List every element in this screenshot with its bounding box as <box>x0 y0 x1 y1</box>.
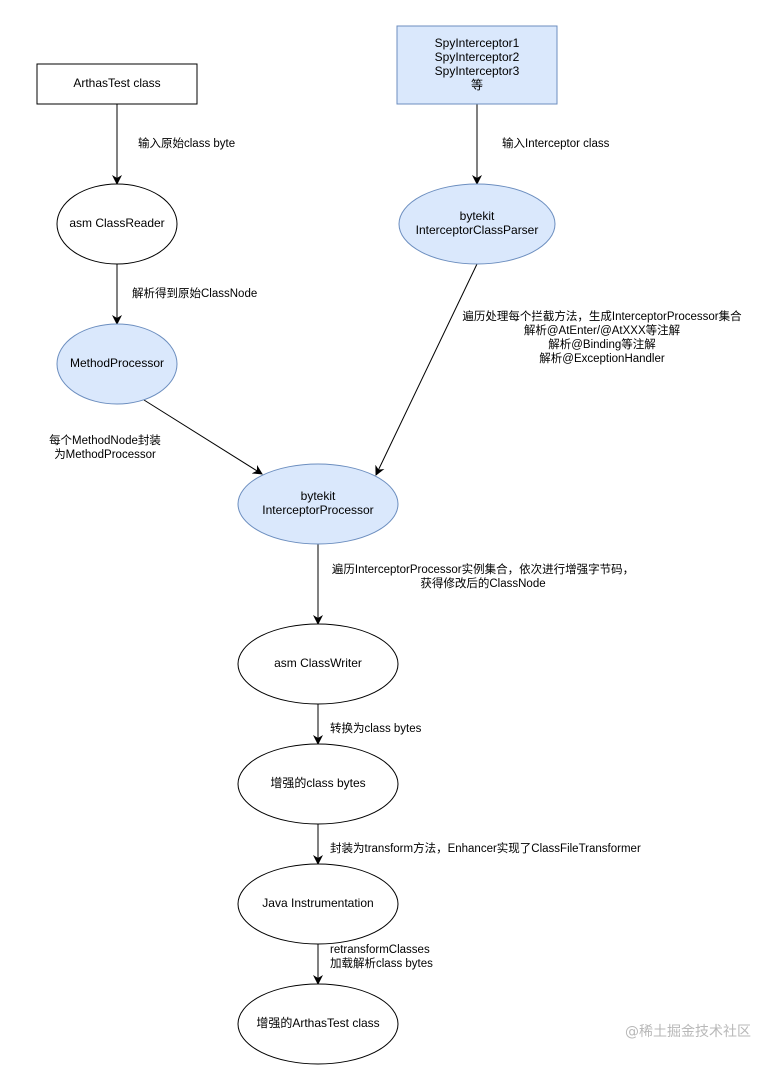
bytekit-interceptorprocessor-text-line: InterceptorProcessor <box>262 503 373 517</box>
edge-wrap-methodnode-arrow <box>143 399 263 475</box>
edge-input-class-byte-label-line: 输入原始class byte <box>138 136 235 150</box>
java-instrumentation-text-line: Java Instrumentation <box>262 896 373 910</box>
asm-classwriter-node: asm ClassWriter <box>237 623 399 705</box>
methodprocessor-node: MethodProcessor <box>56 323 178 405</box>
edge-wrap-methodnode-label-line: 每个MethodNode封装 <box>49 433 161 447</box>
spy-interceptors-text-line: SpyInterceptor2 <box>435 50 520 64</box>
bytekit-interceptorclassparser-ellipse <box>398 183 556 265</box>
edge-parse-interceptors-label-line: 解析@ExceptionHandler <box>539 351 665 365</box>
spy-interceptors-text-line: SpyInterceptor1 <box>435 36 520 50</box>
methodprocessor-ellipse <box>56 323 178 405</box>
edge-parse-interceptors-label-line: 解析@AtEnter/@AtXXX等注解 <box>524 323 681 337</box>
arthastest-class-node: ArthasTest class <box>36 63 198 105</box>
edge-parse-interceptors-arrow <box>375 263 478 476</box>
edge-input-interceptor-class-label-line: 输入Interceptor class <box>502 136 610 150</box>
edge-wrap-transform-label-line: 封装为transform方法，Enhancer实现了ClassFileTrans… <box>330 841 641 855</box>
methodprocessor-text-line: MethodProcessor <box>70 356 164 370</box>
enhanced-arthastest-class-text-line: 增强的ArthasTest class <box>256 1015 379 1030</box>
spy-interceptors-text-line: SpyInterceptor3 <box>435 64 520 78</box>
spy-interceptors-node: SpyInterceptor1SpyInterceptor2SpyInterce… <box>396 25 558 105</box>
edge-retransform-label-line: 加载解析class bytes <box>330 956 433 970</box>
edge-enhance-bytecode-label-line: 遍历InterceptorProcessor实例集合，依次进行增强字节码， <box>332 562 634 576</box>
java-instrumentation-node: Java Instrumentation <box>237 863 399 945</box>
edge-parse-interceptors-label-line: 解析@Binding等注解 <box>548 337 656 351</box>
edge-retransform-label-line: retransformClasses <box>330 944 430 956</box>
bytekit-interceptorclassparser-text-line: InterceptorClassParser <box>416 223 539 237</box>
asm-classwriter-ellipse <box>237 623 399 705</box>
watermark: @稀土掘金技术社区 <box>625 1024 751 1040</box>
enhanced-arthastest-class-ellipse <box>237 983 399 1065</box>
bytekit-interceptorclassparser-text-line: bytekit <box>460 209 495 223</box>
asm-classwriter-text-line: asm ClassWriter <box>274 656 362 670</box>
edge-wrap-methodnode-label-line: 为MethodProcessor <box>54 448 156 461</box>
spy-interceptors-box <box>396 25 558 105</box>
enhanced-arthastest-class-node: 增强的ArthasTest class <box>237 983 399 1065</box>
edge-parse-interceptors-label-line: 遍历处理每个拦截方法，生成InterceptorProcessor集合 <box>462 309 742 323</box>
arthastest-class-text-line: ArthasTest class <box>73 76 160 90</box>
asm-classreader-text-line: asm ClassReader <box>69 216 164 230</box>
bytekit-interceptorprocessor-text-line: bytekit <box>301 489 336 503</box>
java-instrumentation-ellipse <box>237 863 399 945</box>
edge-parse-classnode-label-line: 解析得到原始ClassNode <box>132 286 257 300</box>
edge-to-class-bytes-label-line: 转换为class bytes <box>330 721 422 735</box>
enhanced-class-bytes-ellipse <box>237 743 399 825</box>
spy-interceptors-text-line: 等 <box>471 78 483 92</box>
edge-enhance-bytecode-label-line: 获得修改后的ClassNode <box>420 576 545 590</box>
asm-classreader-ellipse <box>56 183 178 265</box>
enhanced-class-bytes-node: 增强的class bytes <box>237 743 399 825</box>
enhanced-class-bytes-text-line: 增强的class bytes <box>270 775 365 790</box>
bytekit-interceptorprocessor-ellipse <box>237 463 399 545</box>
arthastest-class-box <box>36 63 198 105</box>
asm-classreader-node: asm ClassReader <box>56 183 178 265</box>
